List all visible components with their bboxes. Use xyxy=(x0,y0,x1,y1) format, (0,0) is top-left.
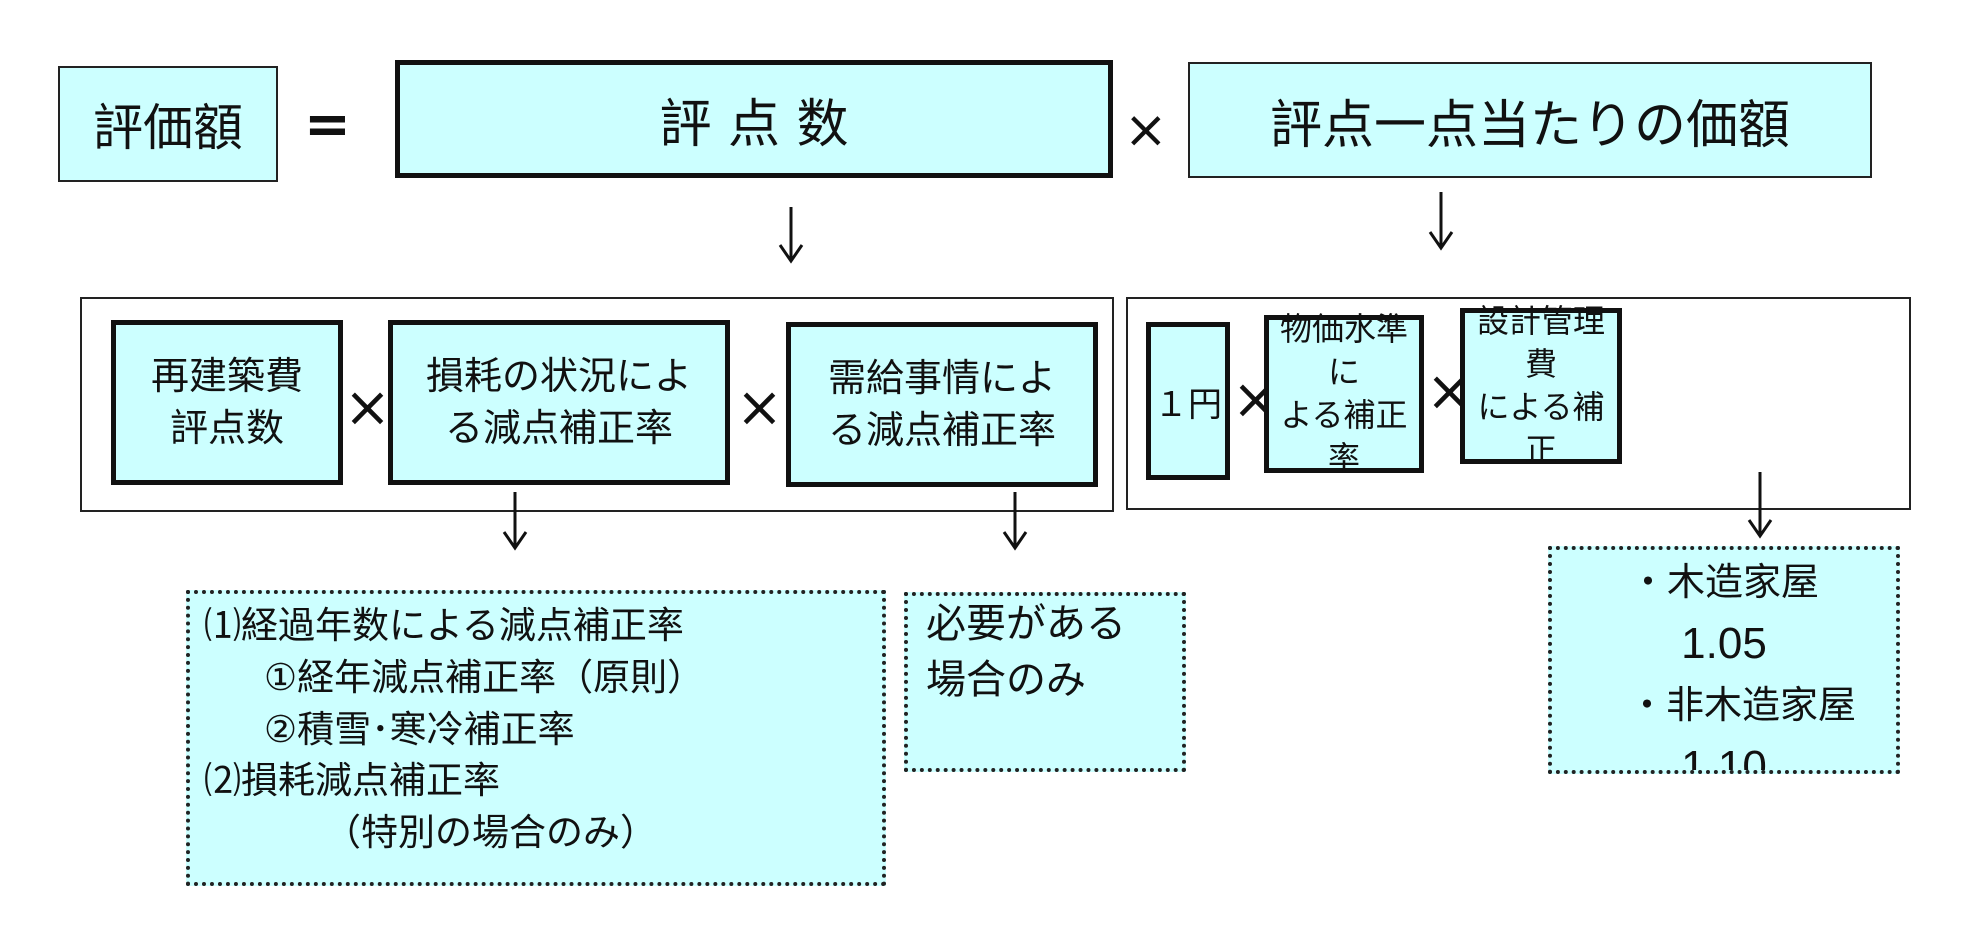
rebuild-cost-box: 再建築費 評点数 xyxy=(111,320,343,485)
depreciation-note-item: （特別の場合のみ） xyxy=(324,811,657,855)
non-wooden-house-row: ・非木造家屋 xyxy=(1592,677,1856,734)
supply-demand-note-line: 場合のみ xyxy=(926,657,1086,703)
wear-correction-line1: 損耗の状況によ xyxy=(425,354,692,399)
wear-correction-box: 損耗の状況によ る減点補正率 xyxy=(388,320,730,485)
wooden-house-value: 1.05 xyxy=(1681,619,1767,668)
arrow-down-icon xyxy=(502,492,528,551)
supply-demand-line2: る減点補正率 xyxy=(827,407,1056,452)
arrow-down-icon xyxy=(1428,192,1454,251)
equals-sign: = xyxy=(304,92,351,157)
appraisal-value-label: 評価額 xyxy=(93,99,243,157)
design-fee-box: 設計管理費 による補正 xyxy=(1460,302,1622,469)
non-wooden-house-value: 1.10 xyxy=(1681,742,1767,774)
one-yen-box: １円 xyxy=(1146,322,1230,480)
design-fee-line1: 設計管理費 xyxy=(1476,301,1605,383)
arrow-down-icon xyxy=(1002,492,1028,551)
appraisal-value-box: 評価額 xyxy=(58,66,278,182)
score-label: 評 点 数 xyxy=(659,94,849,155)
rebuild-cost-line2: 評点数 xyxy=(169,405,284,450)
times-sign: × xyxy=(344,375,391,440)
unit-price-label: 評点一点当たりの価額 xyxy=(1269,95,1790,156)
one-yen-label: １円 xyxy=(1154,384,1222,425)
price-level-line1: 物価水準に xyxy=(1279,309,1408,391)
times-sign: × xyxy=(736,375,783,440)
supply-demand-note-line: 必要がある xyxy=(926,601,1126,647)
depreciation-note-item: ②積雪･寒冷補正率 xyxy=(264,707,575,751)
supply-demand-line1: 需給事情によ xyxy=(827,356,1056,401)
depreciation-note-item: ①経年減点補正率（原則） xyxy=(264,655,705,699)
supply-demand-note-box: 必要がある 場合のみ xyxy=(904,592,1186,772)
non-wooden-house-label: 非木造家屋 xyxy=(1666,683,1857,727)
arrow-down-icon xyxy=(778,207,804,264)
wooden-house-row: ・木造家屋 xyxy=(1629,554,1819,611)
price-level-box: 物価水準に よる補正率 xyxy=(1264,310,1424,477)
unit-price-box: 評点一点当たりの価額 xyxy=(1188,62,1872,178)
rebuild-cost-line1: 再建築費 xyxy=(150,354,303,399)
depreciation-note-item: ⑵損耗減点補正率 xyxy=(204,759,500,803)
wear-correction-line2: る減点補正率 xyxy=(444,405,673,450)
depreciation-note-item: ⑴経過年数による減点補正率 xyxy=(204,604,684,647)
depreciation-notes-box: ⑴経過年数による減点補正率 ①経年減点補正率（原則） ②積雪･寒冷補正率 ⑵損耗… xyxy=(186,590,886,886)
arrow-down-icon xyxy=(1747,472,1773,539)
score-box: 評 点 数 xyxy=(395,60,1113,178)
design-fee-line2: による補正 xyxy=(1477,388,1605,470)
times-sign: × xyxy=(1124,100,1168,160)
price-level-line2: よる補正率 xyxy=(1280,396,1408,478)
wooden-house-label: 木造家屋 xyxy=(1667,560,1820,604)
bullet-icon: ・ xyxy=(1628,560,1667,604)
supply-demand-box: 需給事情によ る減点補正率 xyxy=(786,322,1098,487)
design-fee-note-box: ・木造家屋 1.05 ・非木造家屋 1.10 xyxy=(1548,546,1900,774)
bullet-icon: ・ xyxy=(1627,683,1666,727)
